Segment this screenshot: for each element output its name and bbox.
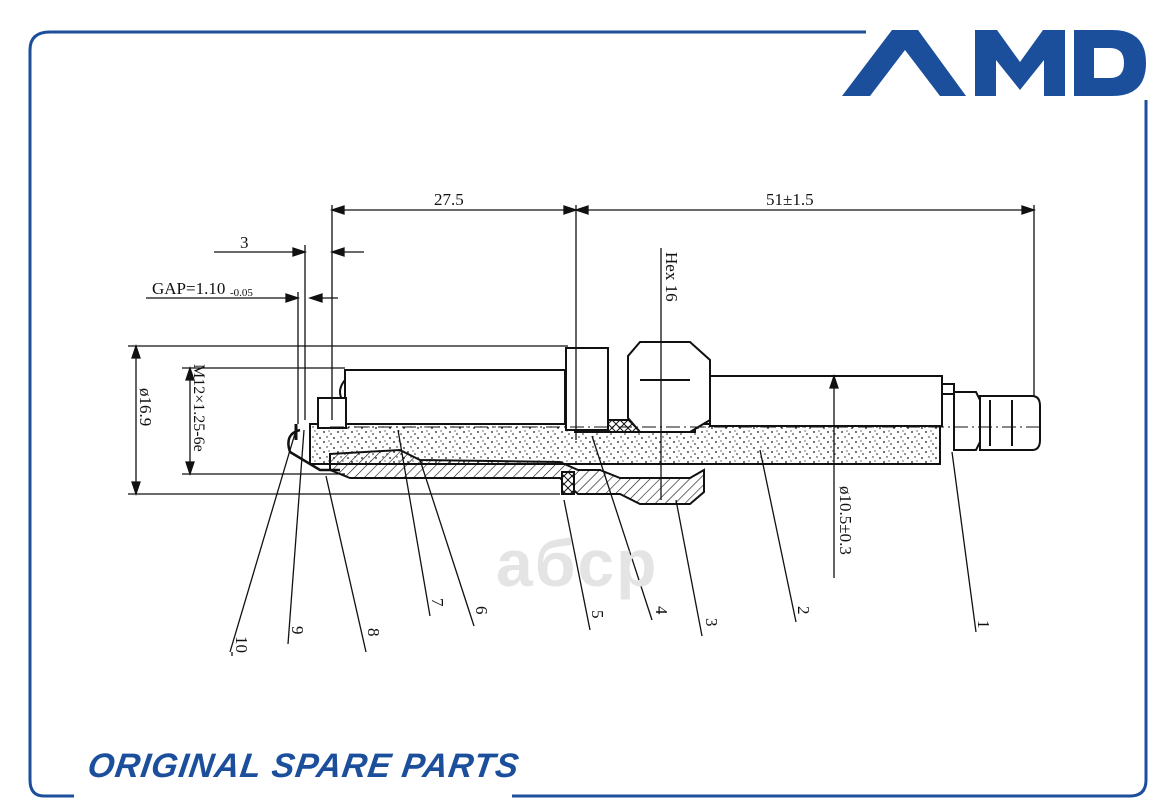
frame-border [28, 30, 866, 798]
callout-3: 3 [702, 618, 721, 627]
dim-3: 3 [240, 233, 249, 252]
spark-plug [287, 341, 1041, 505]
callout-10: 10 [232, 636, 251, 653]
amd-logo [842, 30, 1146, 96]
footer-title: ORIGINAL SPARE PARTS [85, 747, 522, 785]
dim-gap: GAP=1.10 [152, 279, 225, 298]
callout-1: 1 [974, 620, 993, 629]
callout-8: 8 [364, 628, 383, 637]
callout-2: 2 [794, 606, 813, 615]
watermark-text: aбcp [496, 526, 659, 600]
dim-27-5: 27.5 [434, 190, 464, 209]
dim-dia-16-9: ø16.9 [136, 388, 155, 426]
callout-5: 5 [588, 610, 607, 619]
dim-gap-tol: -0.05 [230, 287, 253, 299]
dim-thread: M12×1.25-6e [190, 364, 207, 452]
dim-dia-10-5: ø10.5±0.3 [836, 486, 855, 555]
callout-9: 9 [288, 626, 307, 635]
frame-border-right [512, 100, 1148, 798]
dim-hex: Hex 16 [662, 252, 681, 302]
callout-7: 7 [428, 598, 447, 607]
callout-6: 6 [472, 606, 491, 615]
dimension-lines [128, 205, 1037, 656]
callout-4: 4 [652, 606, 671, 615]
dim-51: 51±1.5 [766, 190, 814, 209]
